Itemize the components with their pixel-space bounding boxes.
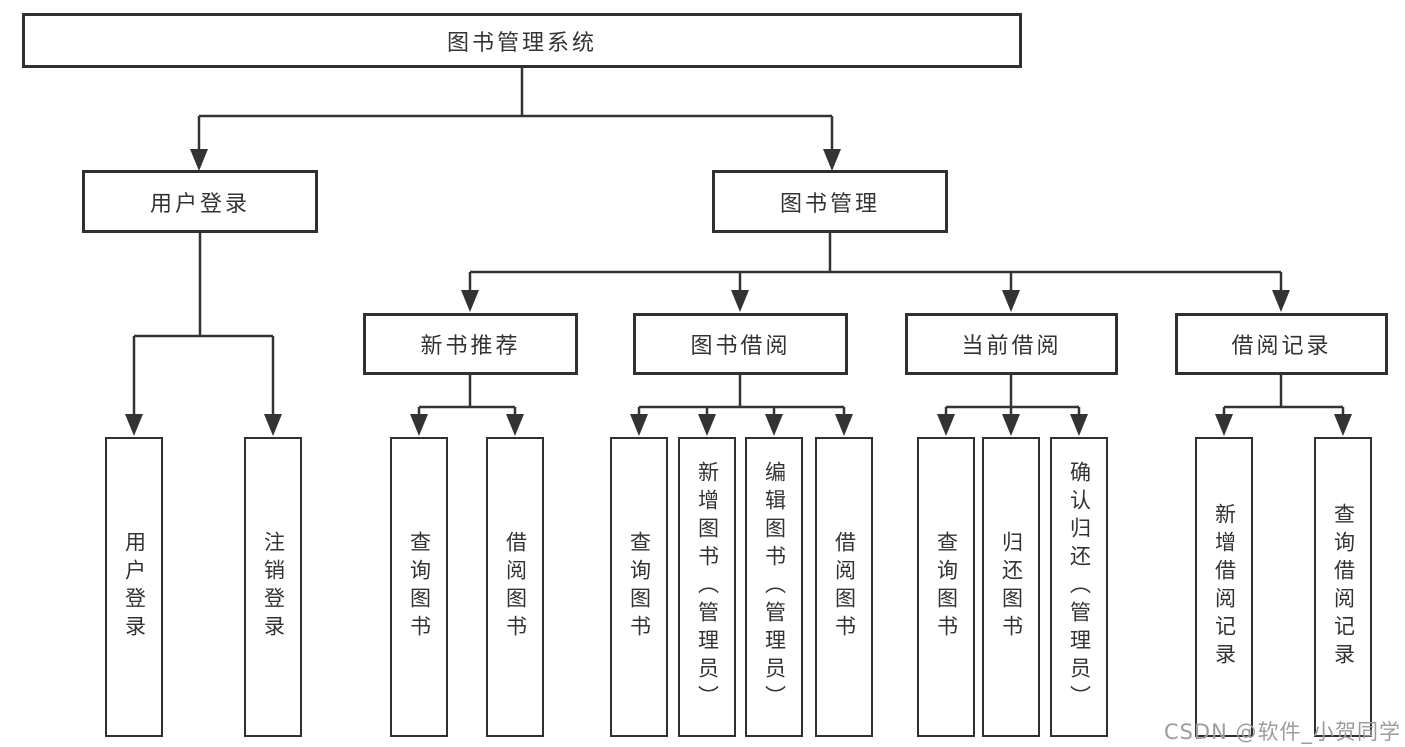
arrowhead — [630, 414, 648, 436]
arrowhead — [835, 414, 853, 436]
arrowhead — [698, 414, 716, 436]
node-current-borrowing: 当前借阅 — [905, 313, 1118, 375]
arrowhead — [506, 414, 524, 436]
node-book-management-label: 图书管理 — [779, 191, 880, 217]
node-book-management: 图书管理 — [712, 170, 948, 233]
node-root-label: 图书管理系统 — [446, 30, 597, 56]
connector-user-login — [132, 233, 275, 416]
node-book-borrowing: 图书借阅 — [633, 313, 848, 375]
node-book-borrowing-label: 图书借阅 — [690, 334, 791, 359]
connector-root — [197, 68, 834, 150]
arrowhead — [1334, 414, 1352, 436]
connector-current-borrow — [944, 375, 1081, 417]
leaf-confirm-return-admin: 确认归还（管理员） — [1050, 437, 1108, 737]
leaf-query-books-2-label: 查询图书 — [627, 531, 652, 643]
leaf-add-books-admin: 新增图书（管理员） — [678, 437, 736, 737]
arrowhead — [765, 414, 783, 436]
leaf-user-login-label: 用户登录 — [122, 531, 147, 643]
arrowhead — [937, 414, 955, 436]
arrowhead — [731, 290, 749, 312]
node-current-borrowing-label: 当前借阅 — [961, 334, 1062, 359]
leaf-edit-books-admin: 编辑图书（管理员） — [745, 437, 803, 737]
node-user-login-label: 用户登录 — [149, 191, 250, 217]
watermark: CSDN @软件_小贺同学 — [1163, 720, 1401, 744]
node-user-login: 用户登录 — [82, 170, 318, 233]
leaf-query-books-3-label: 查询图书 — [934, 531, 959, 643]
node-borrowing-records: 借阅记录 — [1175, 313, 1388, 375]
leaf-edit-books-admin-label: 编辑图书（管理员） — [762, 461, 787, 713]
node-root: 图书管理系统 — [22, 13, 1022, 68]
node-borrowing-records-label: 借阅记录 — [1231, 334, 1332, 359]
leaf-borrow-books-1-label: 借阅图书 — [503, 531, 528, 643]
leaf-return-books: 归还图书 — [982, 437, 1040, 737]
connector-borrow-records — [1222, 375, 1345, 417]
arrowhead — [461, 290, 479, 312]
arrowhead — [1272, 290, 1290, 312]
leaf-query-books-1: 查询图书 — [390, 437, 448, 737]
leaf-logout: 注销登录 — [244, 437, 302, 737]
leaf-logout-label: 注销登录 — [261, 531, 286, 643]
arrowhead — [190, 149, 208, 171]
arrowhead — [823, 149, 841, 171]
leaf-borrow-books-2: 借阅图书 — [815, 437, 873, 737]
connector-new-books — [417, 375, 517, 417]
connector-book-borrow — [637, 375, 846, 417]
node-new-book-recommend-label: 新书推荐 — [420, 334, 521, 359]
leaf-user-login: 用户登录 — [105, 437, 163, 737]
arrowhead — [1070, 414, 1088, 436]
connector-book-mgmt — [468, 233, 1283, 292]
arrowhead — [1215, 414, 1233, 436]
arrowhead — [125, 414, 143, 436]
arrowhead — [1002, 414, 1020, 436]
leaf-return-books-label: 归还图书 — [999, 531, 1024, 643]
leaf-confirm-return-admin-label: 确认归还（管理员） — [1067, 461, 1092, 713]
leaf-query-books-2: 查询图书 — [610, 437, 668, 737]
arrowhead — [264, 414, 282, 436]
leaf-query-borrow-record: 查询借阅记录 — [1314, 437, 1372, 737]
leaf-borrow-books-2-label: 借阅图书 — [832, 531, 857, 643]
node-new-book-recommend: 新书推荐 — [363, 313, 578, 375]
arrowhead — [410, 414, 428, 436]
leaf-query-books-1-label: 查询图书 — [407, 531, 432, 643]
leaf-query-books-3: 查询图书 — [917, 437, 975, 737]
leaf-add-books-admin-label: 新增图书（管理员） — [695, 461, 720, 713]
arrowhead — [1002, 290, 1020, 312]
leaf-borrow-books-1: 借阅图书 — [486, 437, 544, 737]
leaf-add-borrow-record-label: 新增借阅记录 — [1212, 503, 1237, 671]
leaf-add-borrow-record: 新增借阅记录 — [1195, 437, 1253, 737]
leaf-query-borrow-record-label: 查询借阅记录 — [1331, 503, 1356, 671]
